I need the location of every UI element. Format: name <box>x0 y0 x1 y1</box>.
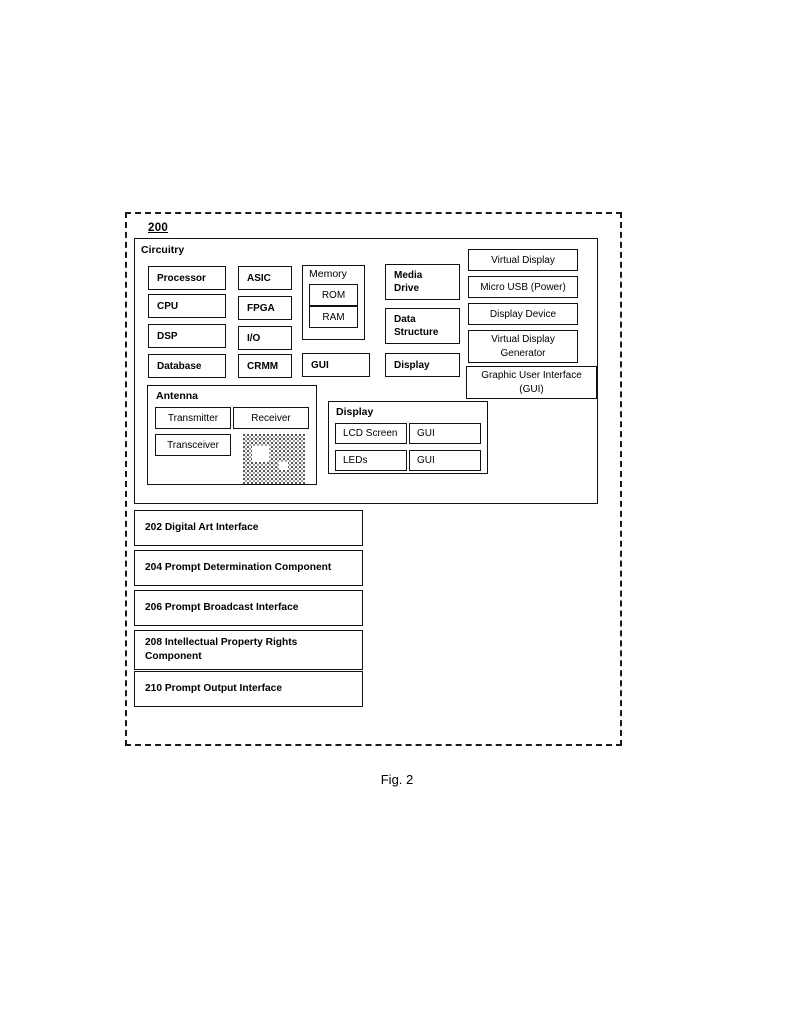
antenna-halftone-icon <box>243 434 305 484</box>
cell-processor: Processor <box>148 266 226 290</box>
component-202-line1: 202 Digital Art Interface <box>145 521 259 533</box>
cell-data-structure-line1: Data <box>394 313 416 325</box>
cell-cpu: CPU <box>148 294 226 318</box>
cell-display: Display <box>385 353 460 377</box>
circuitry-label: Circuitry <box>141 244 185 256</box>
cell-micro-usb-power: Micro USB (Power) <box>468 276 578 298</box>
cell-lcd-screen-gui: GUI <box>409 423 481 444</box>
cell-display-device: Display Device <box>468 303 578 325</box>
cell-virtual-display-generator: Virtual Display Generator <box>468 330 578 363</box>
cell-graphic-user-interface: Graphic User Interface (GUI) <box>466 366 597 399</box>
component-206-line1: 206 Prompt Broadcast Interface <box>145 601 299 613</box>
reference-numeral-200: 200 <box>148 222 169 234</box>
cell-data-structure-line2: Structure <box>394 327 439 338</box>
component-208-line2: Component <box>145 651 202 662</box>
cell-asic: ASIC <box>238 266 292 290</box>
cell-graphic-user-interface-line1: Graphic User Interface <box>481 370 582 381</box>
cell-fpga: FPGA <box>238 296 292 320</box>
component-box-204: 204 Prompt Determination Component <box>134 550 363 586</box>
figure-caption: Fig. 2 <box>380 772 414 787</box>
cell-leds-gui: GUI <box>409 450 481 471</box>
cell-rom: ROM <box>309 284 358 306</box>
cell-transceiver: Transceiver <box>155 434 231 456</box>
component-box-210: 210 Prompt Output Interface <box>134 671 363 707</box>
cell-ram: RAM <box>309 306 358 328</box>
component-box-208: 208 Intellectual Property Rights Compone… <box>134 630 363 670</box>
component-box-206: 206 Prompt Broadcast Interface <box>134 590 363 626</box>
cell-media-drive-line2: Drive <box>394 283 420 294</box>
component-box-202: 202 Digital Art Interface <box>134 510 363 546</box>
component-204-line1: 204 Prompt Determination Component <box>145 561 332 573</box>
cell-virtual-display-generator-line2: Generator <box>500 347 546 359</box>
cell-dsp: DSP <box>148 324 226 348</box>
cell-leds: LEDs <box>335 450 407 471</box>
cell-lcd-screen: LCD Screen <box>335 423 407 444</box>
cell-virtual-display-generator-line1: Virtual Display <box>491 334 555 345</box>
cell-virtual-display: Virtual Display <box>468 249 578 271</box>
cell-receiver: Receiver <box>233 407 309 429</box>
cell-media-drive: Media Drive <box>385 264 460 300</box>
cell-media-drive-line1: Media <box>394 269 423 281</box>
cell-crmm: CRMM <box>238 354 292 378</box>
cell-database: Database <box>148 354 226 378</box>
cell-transmitter: Transmitter <box>155 407 231 429</box>
component-210-line1: 210 Prompt Output Interface <box>145 682 282 694</box>
cell-graphic-user-interface-line2: (GUI) <box>519 383 544 395</box>
cell-io: I/O <box>238 326 292 350</box>
cell-data-structure: Data Structure <box>385 308 460 344</box>
memory-group-label: Memory <box>309 268 347 280</box>
cell-gui: GUI <box>302 353 370 377</box>
component-208-line1: 208 Intellectual Property Rights <box>145 636 298 648</box>
display-group-label: Display <box>336 406 374 418</box>
antenna-group-label: Antenna <box>156 390 198 402</box>
